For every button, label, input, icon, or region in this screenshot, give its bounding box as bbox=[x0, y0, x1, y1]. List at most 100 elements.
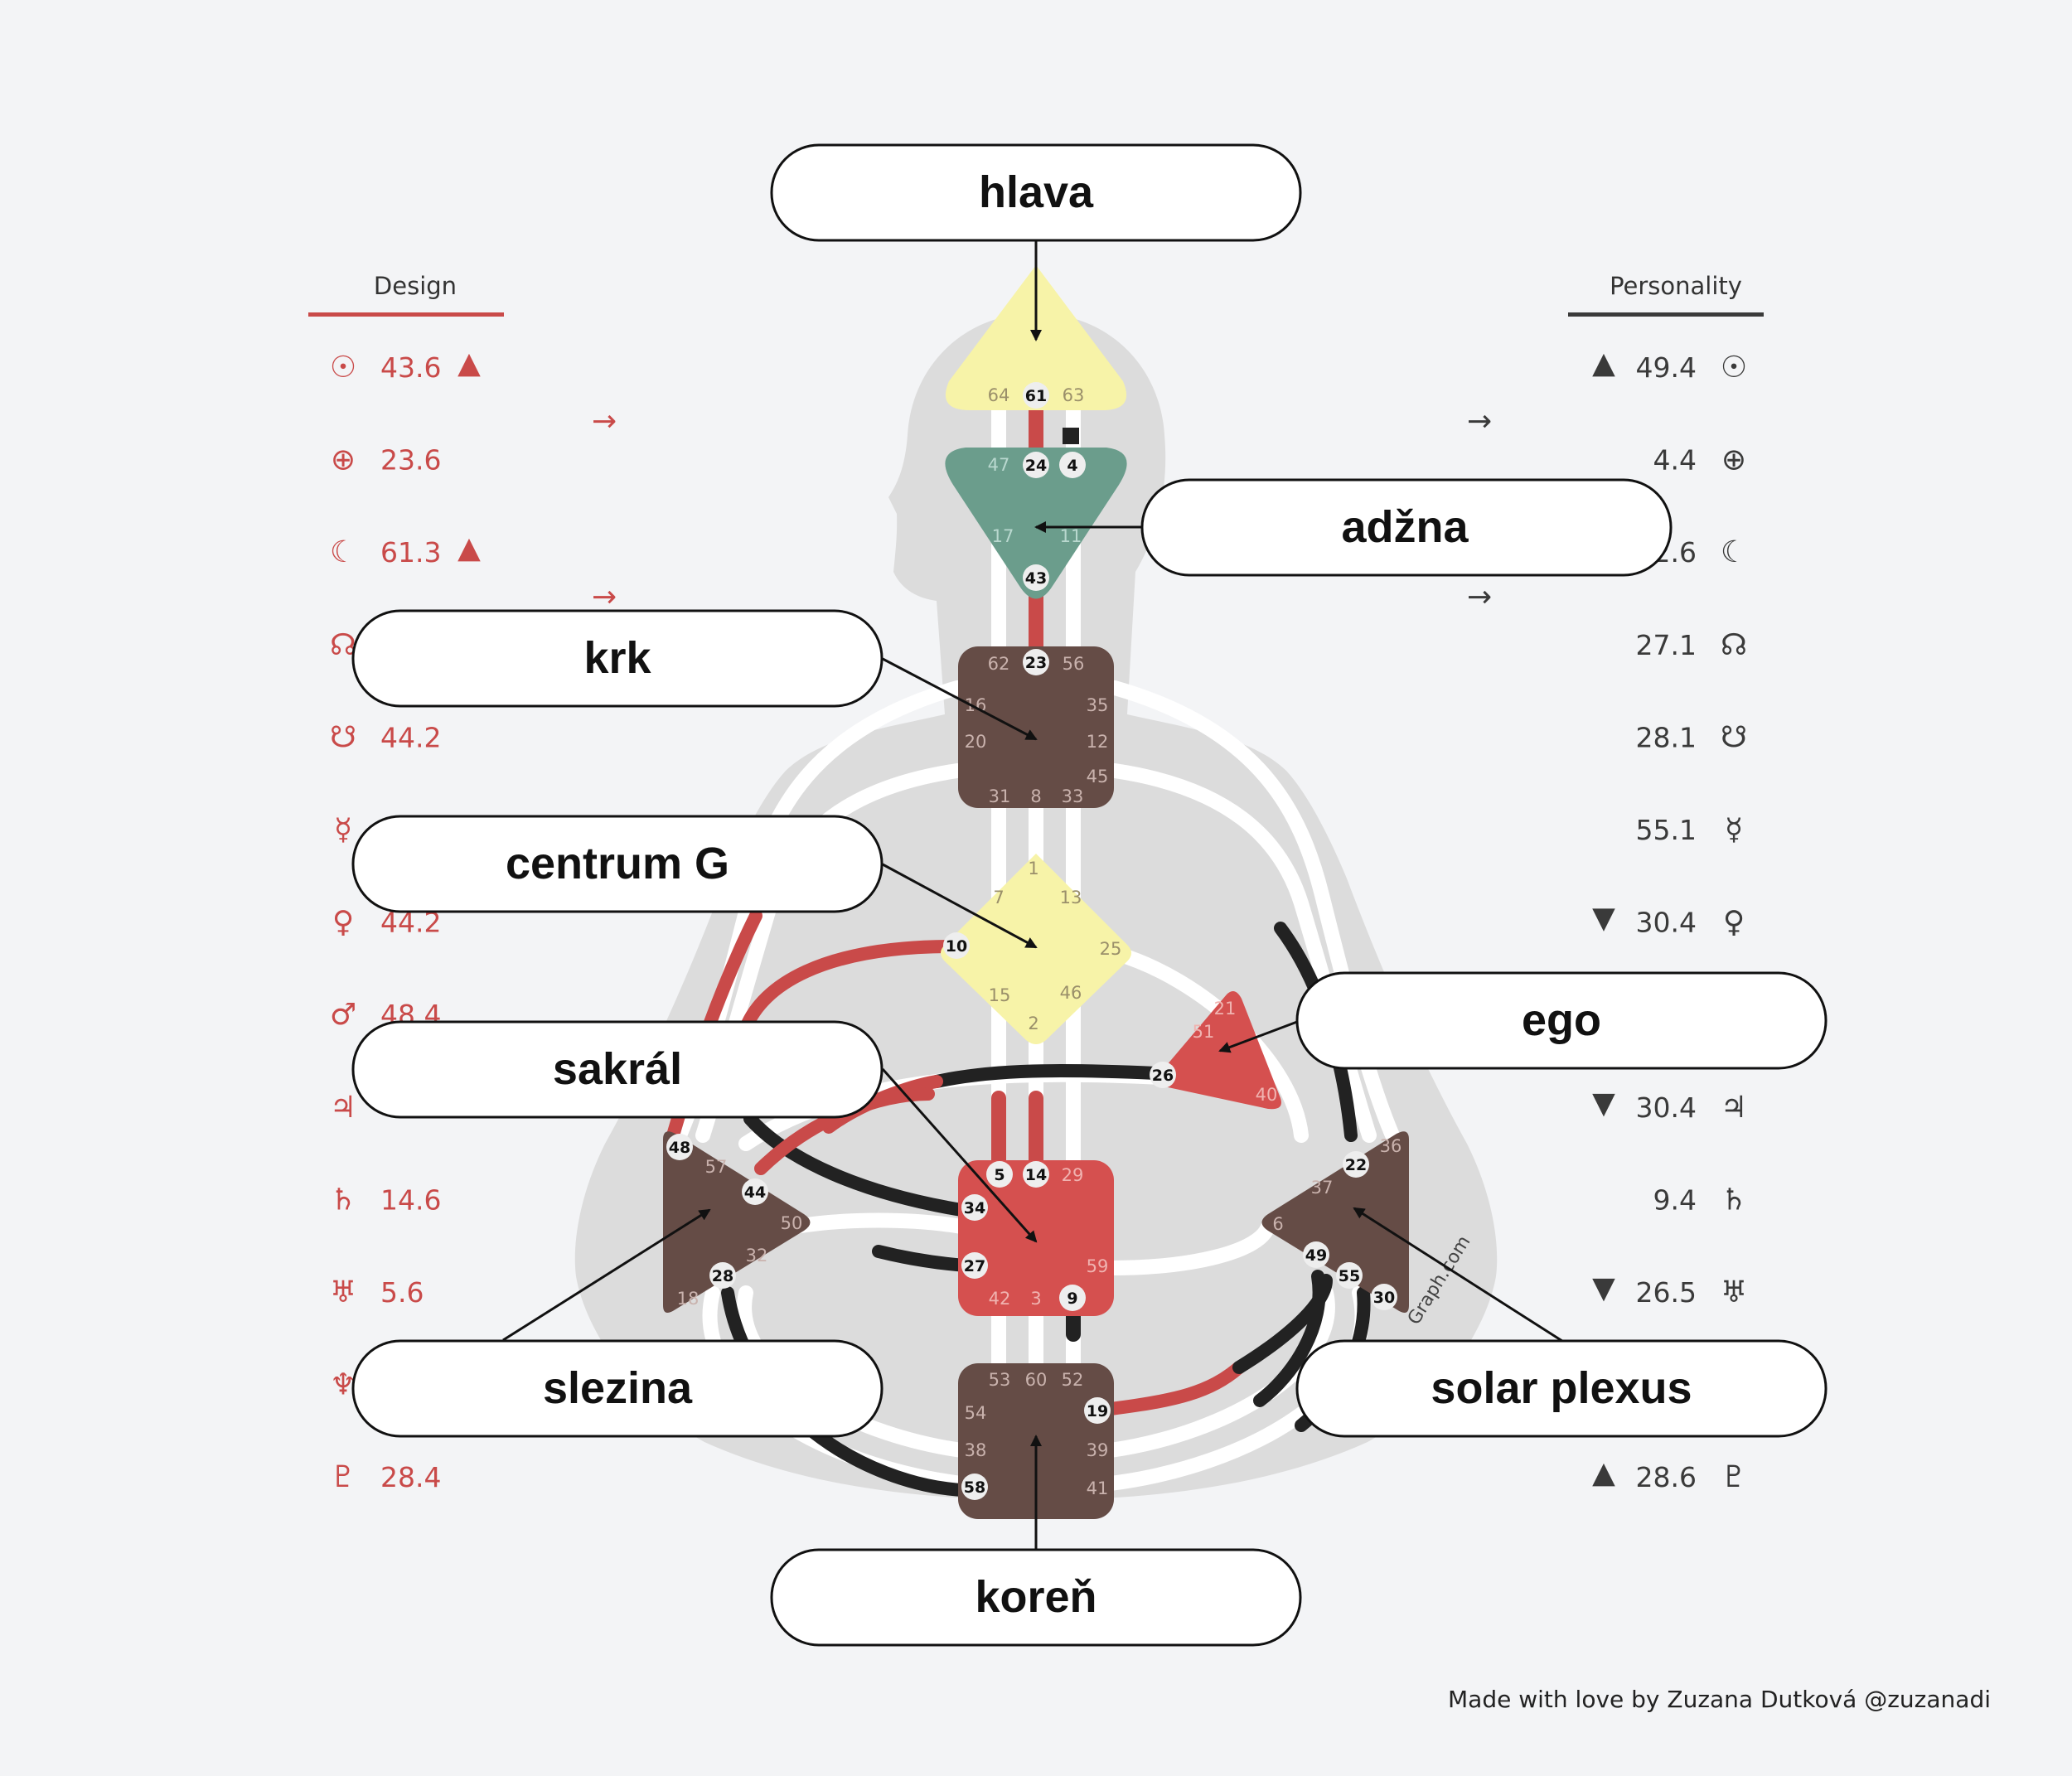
personality-gate-value: 28.1 bbox=[1636, 721, 1697, 753]
gate-62: 62 bbox=[988, 654, 1010, 674]
design-row: ☾ 61.3 ▲ bbox=[330, 531, 481, 569]
personality-marker: ▼ bbox=[1592, 1086, 1615, 1120]
design-planet-symbol: ♄ bbox=[330, 1183, 356, 1217]
svg-text:hlava: hlava bbox=[979, 167, 1094, 217]
personality-planet-symbol: ☾ bbox=[1721, 535, 1747, 569]
gate-45: 45 bbox=[1087, 767, 1109, 786]
gate-33: 33 bbox=[1062, 786, 1084, 806]
personality-planet-symbol: ♀ bbox=[1723, 906, 1745, 940]
personality-planet-symbol: ♄ bbox=[1721, 1183, 1747, 1217]
gate-24: 24 bbox=[1023, 452, 1049, 478]
spleen-center bbox=[663, 1131, 811, 1313]
label-sacral: sakrál bbox=[351, 1020, 884, 1119]
label-ego: ego bbox=[1295, 971, 1828, 1070]
svg-text:krk: krk bbox=[583, 633, 651, 683]
gate-54: 54 bbox=[965, 1403, 987, 1423]
svg-text:26: 26 bbox=[1152, 1067, 1174, 1085]
gate-4: 4 bbox=[1059, 452, 1086, 478]
label-ajna: adžna bbox=[1140, 478, 1673, 577]
label-root: koreň bbox=[770, 1548, 1302, 1647]
gate-18: 18 bbox=[677, 1289, 700, 1309]
design-gate-value: 43.6 bbox=[380, 351, 441, 384]
design-planet-symbol: ☾ bbox=[330, 535, 356, 569]
gate-6: 6 bbox=[1272, 1214, 1283, 1234]
design-gate-value: 23.6 bbox=[380, 444, 441, 477]
svg-text:30: 30 bbox=[1373, 1289, 1395, 1307]
personality-planet-symbol: ♃ bbox=[1721, 1091, 1747, 1125]
gate-64: 64 bbox=[988, 385, 1010, 405]
personality-row: ☊27.1 bbox=[1636, 628, 1747, 662]
gate-35: 35 bbox=[1087, 695, 1109, 715]
svg-text:27: 27 bbox=[964, 1257, 985, 1275]
personality-gate-value: 49.4 bbox=[1636, 351, 1697, 384]
personality-planet-symbol: ☉ bbox=[1721, 351, 1747, 385]
personality-row: ☿55.1 bbox=[1636, 813, 1744, 847]
svg-text:58: 58 bbox=[964, 1478, 985, 1497]
svg-text:43: 43 bbox=[1025, 569, 1047, 588]
design-arrow-2: → bbox=[592, 580, 617, 614]
svg-text:23: 23 bbox=[1025, 654, 1047, 672]
svg-text:61: 61 bbox=[1025, 387, 1047, 405]
personality-row: ♃ 30.4 ▼ bbox=[1592, 1086, 1747, 1125]
gate-49: 49 bbox=[1303, 1241, 1329, 1268]
gate-42: 42 bbox=[989, 1289, 1011, 1309]
personality-gate-value: 30.4 bbox=[1636, 1091, 1697, 1124]
personality-row: ♇28.6▲ bbox=[1592, 1456, 1747, 1494]
gate-8: 8 bbox=[1030, 786, 1041, 806]
svg-text:koreň: koreň bbox=[975, 1572, 1097, 1622]
svg-text:centrum G: centrum G bbox=[506, 839, 729, 888]
design-row: ♇ 28.4 bbox=[330, 1460, 442, 1494]
gate-21: 21 bbox=[1214, 999, 1237, 1019]
gate-20: 20 bbox=[965, 732, 987, 752]
gate-38: 38 bbox=[965, 1440, 987, 1460]
svg-text:55: 55 bbox=[1339, 1267, 1360, 1285]
gate-55: 55 bbox=[1336, 1262, 1363, 1289]
design-gate-value: 61.3 bbox=[380, 536, 441, 569]
gate-25: 25 bbox=[1100, 939, 1122, 959]
gate-57: 57 bbox=[705, 1157, 728, 1177]
svg-text:4: 4 bbox=[1067, 457, 1077, 475]
design-gate-value: 28.4 bbox=[380, 1461, 441, 1493]
callouts: hlava adžna krk centrum G ego sakrál sle… bbox=[351, 143, 1828, 1647]
personality-planet-symbol: ♇ bbox=[1721, 1460, 1747, 1494]
personality-row: ♄ 9.4 bbox=[1653, 1183, 1748, 1217]
design-planet-symbol: ♇ bbox=[330, 1460, 356, 1494]
personality-gate-value: 9.4 bbox=[1653, 1183, 1697, 1216]
gate-63: 63 bbox=[1063, 385, 1085, 405]
gate-28: 28 bbox=[709, 1262, 736, 1289]
svg-text:44: 44 bbox=[744, 1183, 766, 1202]
svg-text:48: 48 bbox=[669, 1139, 690, 1157]
personality-marker: ▲ bbox=[1592, 346, 1615, 380]
gate-41: 41 bbox=[1087, 1478, 1109, 1498]
gate-2: 2 bbox=[1028, 1014, 1038, 1033]
design-underline bbox=[308, 312, 504, 317]
gate-26: 26 bbox=[1150, 1062, 1176, 1088]
active-gates: 61 24 4 43 23 10 26 5 14 34 27 9 48 44 2… bbox=[666, 382, 1397, 1500]
personality-planet-symbol: ⊕ bbox=[1721, 443, 1746, 477]
svg-text:ego: ego bbox=[1522, 995, 1601, 1045]
design-planet-symbol: ♀ bbox=[332, 906, 354, 940]
gate-13: 13 bbox=[1060, 888, 1082, 907]
design-planet-symbol: ⊕ bbox=[331, 443, 356, 477]
design-gate-value: 44.2 bbox=[380, 721, 441, 753]
svg-text:14: 14 bbox=[1025, 1166, 1047, 1184]
svg-text:sakrál: sakrál bbox=[553, 1044, 682, 1094]
design-planet-symbol: ♅ bbox=[330, 1275, 356, 1309]
svg-text:9: 9 bbox=[1067, 1290, 1077, 1308]
gate-31: 31 bbox=[989, 786, 1011, 806]
personality-row: ♅26.5▼ bbox=[1592, 1271, 1747, 1309]
gate-14: 14 bbox=[1023, 1161, 1049, 1188]
personality-gate-value: 26.5 bbox=[1636, 1276, 1697, 1309]
design-marker: ▲ bbox=[457, 346, 481, 380]
gate-23: 23 bbox=[1023, 649, 1049, 675]
design-marker: ▲ bbox=[457, 531, 481, 565]
personality-marker: ▲ bbox=[1592, 1456, 1615, 1490]
svg-text:5: 5 bbox=[994, 1166, 1005, 1184]
svg-text:24: 24 bbox=[1025, 457, 1047, 475]
personality-arrow-2: → bbox=[1467, 580, 1492, 614]
gate-59: 59 bbox=[1087, 1256, 1109, 1276]
design-planet-symbol: ♂ bbox=[330, 998, 356, 1032]
svg-text:34: 34 bbox=[964, 1199, 985, 1217]
personality-marker: ▼ bbox=[1592, 902, 1615, 936]
